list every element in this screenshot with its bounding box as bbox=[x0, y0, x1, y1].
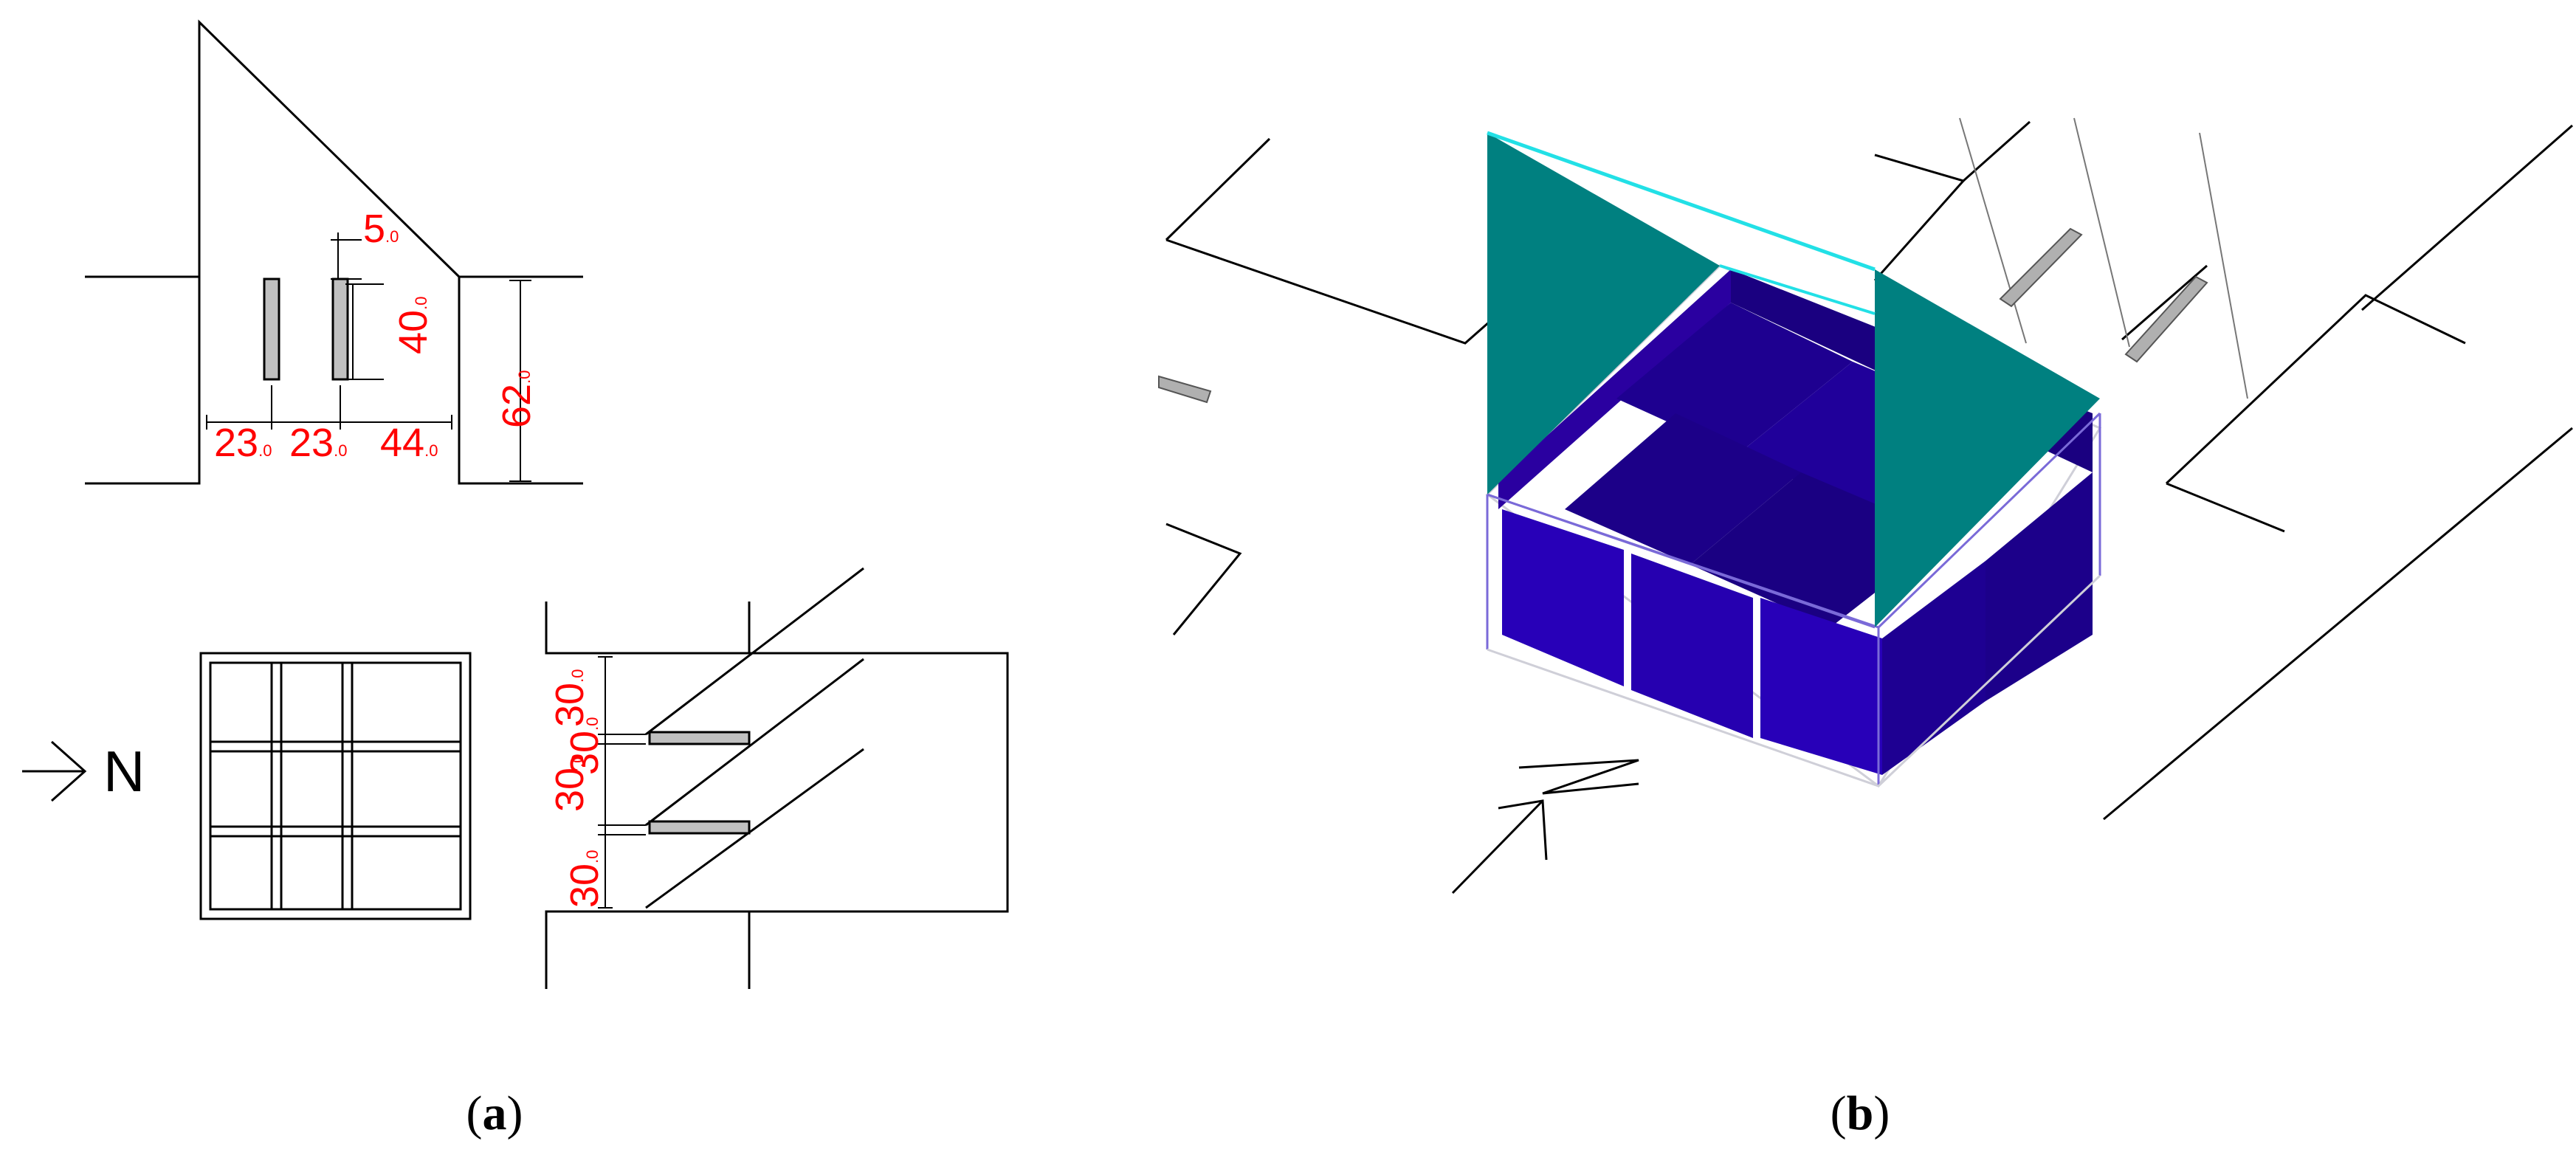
dim-plan-2: 30.0 bbox=[562, 850, 607, 908]
section-roof-slope bbox=[198, 19, 461, 278]
section-right-wall bbox=[458, 275, 583, 485]
plan-upper-wall bbox=[545, 602, 751, 655]
front-wall-3 bbox=[1760, 598, 1882, 775]
side-wall-east-1 bbox=[1882, 561, 1986, 775]
north-label-a: N bbox=[103, 739, 145, 804]
roof-left-gable bbox=[1487, 133, 1720, 494]
plan-right-wall bbox=[749, 652, 1009, 913]
front-wall-2 bbox=[1631, 554, 1753, 738]
context-thin-lines bbox=[1959, 117, 2248, 399]
plan-lower-wall bbox=[545, 910, 751, 989]
caption-a: (a) bbox=[466, 1086, 523, 1140]
roof-ridge-inner bbox=[1719, 264, 1876, 315]
dimension-lines bbox=[206, 232, 531, 482]
diagonal-3 bbox=[645, 748, 864, 909]
dim-plan-1: 30.0 bbox=[562, 717, 607, 775]
dim-spacing-1: 23.0 bbox=[214, 421, 272, 465]
dim-plan-3: 30.0 bbox=[548, 754, 592, 812]
dim-baffle-height: 40.0 bbox=[391, 297, 435, 354]
plan-dimension-lines bbox=[598, 656, 646, 909]
north-arrow-a bbox=[22, 740, 87, 802]
plan-baffle-1 bbox=[648, 731, 751, 745]
dim-opening-height: 62.0 bbox=[495, 371, 539, 428]
dim-baffle-gap: 5.0 bbox=[363, 207, 399, 251]
roof-edge bbox=[1487, 493, 1876, 629]
roof-right-gable bbox=[1875, 269, 2100, 627]
baffle-left bbox=[263, 278, 280, 381]
roof bbox=[1487, 131, 2100, 629]
panel-a: 5.0 40.0 62.0 23.0 23.0 44.0 N bbox=[22, 19, 1009, 1140]
plan-drawing bbox=[545, 567, 1009, 989]
north-arrow-b bbox=[1451, 759, 1639, 895]
section-left-wall bbox=[85, 275, 201, 485]
roof-ridge bbox=[1487, 131, 1876, 272]
plan-baffle-2 bbox=[648, 820, 751, 835]
section-drawing bbox=[85, 19, 583, 485]
baffle-right bbox=[331, 278, 349, 381]
back-wall-left bbox=[1498, 269, 1731, 509]
diagonal-1 bbox=[645, 567, 864, 736]
front-wall-1 bbox=[1502, 509, 1624, 686]
dim-spacing-2: 23.0 bbox=[289, 421, 347, 465]
north-letter-b bbox=[1518, 759, 1639, 795]
side-wall-east-2 bbox=[1986, 472, 2093, 701]
floor-plan-grid bbox=[199, 652, 472, 920]
room-block-mid bbox=[1565, 413, 1801, 565]
diagonal-2 bbox=[645, 658, 864, 827]
caption-b: (b) bbox=[1831, 1086, 1890, 1140]
context-baffles bbox=[1158, 227, 2208, 404]
panel-b: (b) bbox=[1158, 117, 2573, 1140]
dim-plan-4: 30.0 bbox=[548, 669, 592, 727]
dim-spacing-3: 44.0 bbox=[380, 421, 438, 465]
